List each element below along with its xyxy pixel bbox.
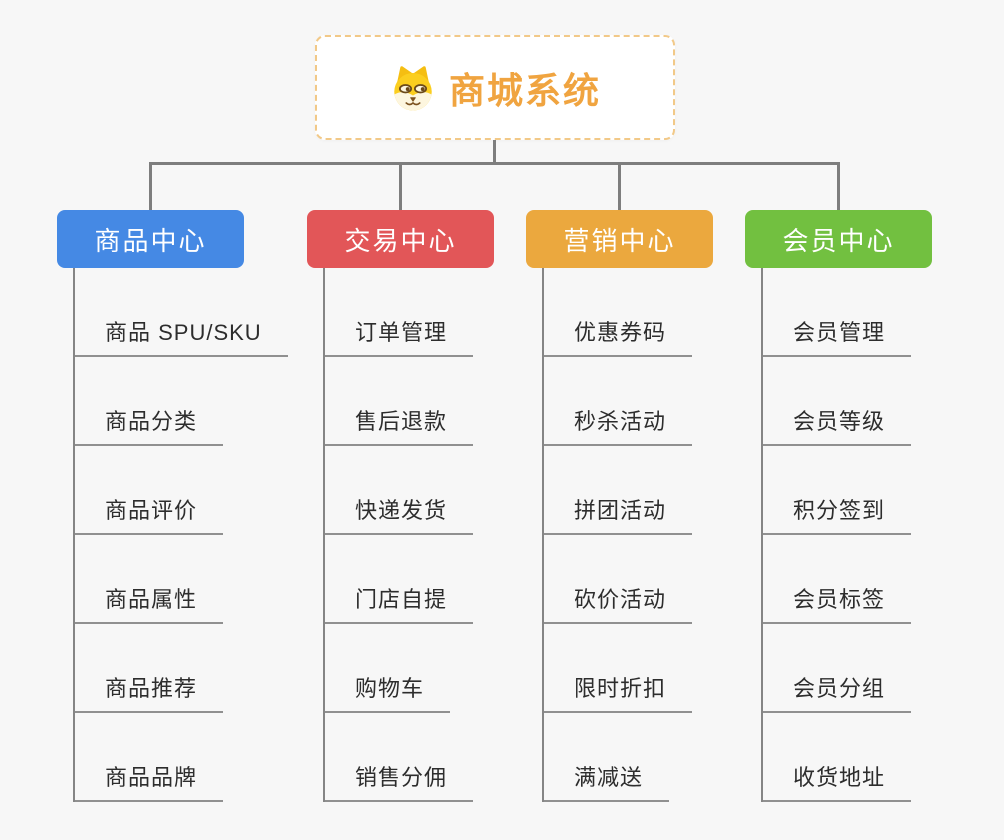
child-node[interactable]: 商品评价 <box>75 446 224 535</box>
connector-drop-product <box>149 162 152 211</box>
branch-node-product-center[interactable]: 商品中心 <box>57 210 244 268</box>
branch-children-product: 商品 SPU/SKU 商品分类 商品评价 商品属性 商品推荐 商品品牌 <box>73 268 288 802</box>
root-node[interactable]: 商城系统 <box>315 35 675 140</box>
child-node[interactable]: 收货地址 <box>763 713 912 802</box>
branch-marketing-center: 营销中心 优惠券码 秒杀活动 拼团活动 砍价活动 限时折扣 满减送 <box>526 210 713 802</box>
connector-drop-trade <box>399 162 402 211</box>
connector-horizontal-bus <box>149 162 840 165</box>
child-node[interactable]: 商品 SPU/SKU <box>75 268 288 357</box>
branch-children-marketing: 优惠券码 秒杀活动 拼团活动 砍价活动 限时折扣 满减送 <box>542 268 693 802</box>
child-node[interactable]: 商品分类 <box>75 357 224 446</box>
child-node[interactable]: 会员标签 <box>763 535 912 624</box>
branch-children-trade: 订单管理 售后退款 快递发货 门店自提 购物车 销售分佣 <box>323 268 474 802</box>
child-node[interactable]: 购物车 <box>325 624 451 713</box>
connector-drop-member <box>837 162 840 211</box>
connector-drop-marketing <box>618 162 621 211</box>
child-node[interactable]: 拼团活动 <box>544 446 693 535</box>
child-node[interactable]: 优惠券码 <box>544 268 693 357</box>
child-node[interactable]: 限时折扣 <box>544 624 693 713</box>
child-node[interactable]: 门店自提 <box>325 535 474 624</box>
child-node[interactable]: 砍价活动 <box>544 535 693 624</box>
child-node[interactable]: 满减送 <box>544 713 670 802</box>
child-node[interactable]: 秒杀活动 <box>544 357 693 446</box>
branch-children-member: 会员管理 会员等级 积分签到 会员标签 会员分组 收货地址 <box>761 268 912 802</box>
child-node[interactable]: 售后退款 <box>325 357 474 446</box>
child-node[interactable]: 订单管理 <box>325 268 474 357</box>
child-node[interactable]: 销售分佣 <box>325 713 474 802</box>
branch-product-center: 商品中心 商品 SPU/SKU 商品分类 商品评价 商品属性 商品推荐 商品品牌 <box>57 210 288 802</box>
child-node[interactable]: 会员分组 <box>763 624 912 713</box>
child-node[interactable]: 商品属性 <box>75 535 224 624</box>
connector-root-drop <box>493 140 496 164</box>
child-node[interactable]: 商品品牌 <box>75 713 224 802</box>
child-node[interactable]: 积分签到 <box>763 446 912 535</box>
branch-node-trade-center[interactable]: 交易中心 <box>307 210 494 268</box>
branch-trade-center: 交易中心 订单管理 售后退款 快递发货 门店自提 购物车 销售分佣 <box>307 210 494 802</box>
child-node[interactable]: 会员等级 <box>763 357 912 446</box>
child-node[interactable]: 快递发货 <box>325 446 474 535</box>
dog-face-icon <box>394 65 432 110</box>
branch-member-center: 会员中心 会员管理 会员等级 积分签到 会员标签 会员分组 收货地址 <box>745 210 932 802</box>
branch-node-marketing-center[interactable]: 营销中心 <box>526 210 713 268</box>
root-title: 商城系统 <box>448 69 601 111</box>
child-node[interactable]: 会员管理 <box>763 268 912 357</box>
child-node[interactable]: 商品推荐 <box>75 624 224 713</box>
branch-node-member-center[interactable]: 会员中心 <box>745 210 932 268</box>
